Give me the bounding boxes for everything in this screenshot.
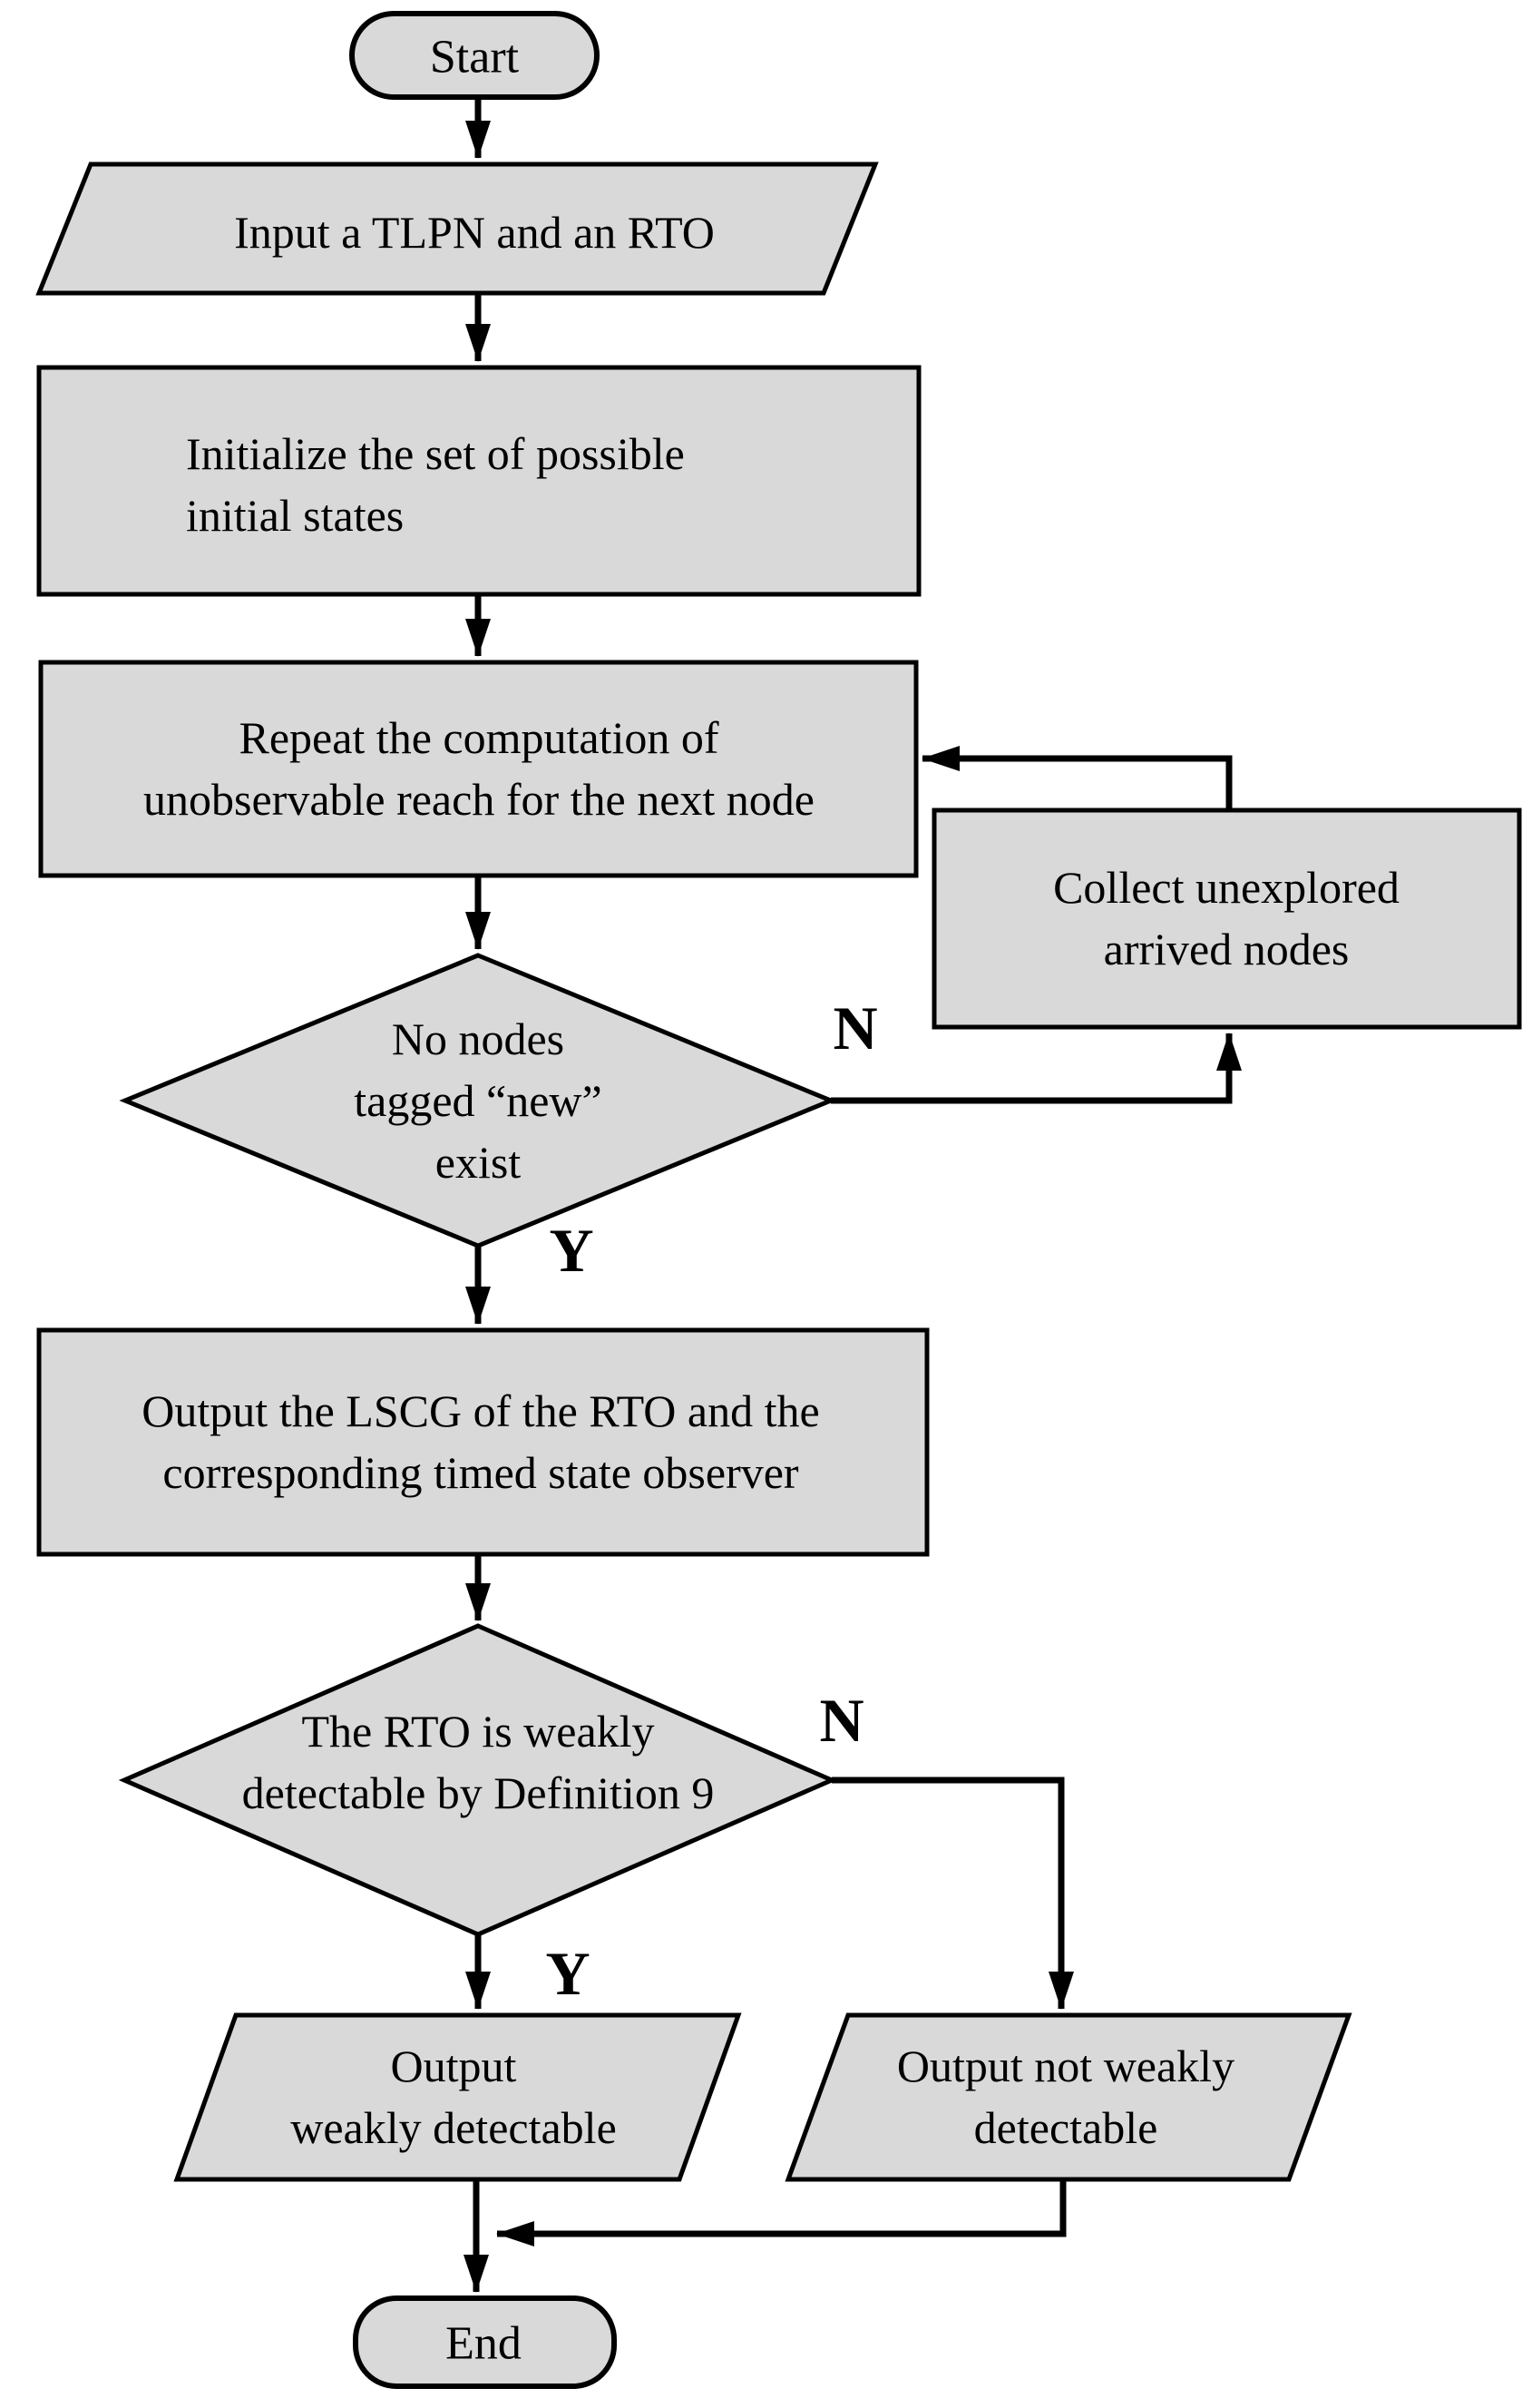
parallelogram-shape [785,2012,1352,2182]
node-label-line: initial states [186,490,404,541]
branch-label-n-no-new-nodes: N [833,994,877,1062]
node-label-line: Output the LSCG of the RTO and the [141,1385,819,1436]
node-label-line: Repeat the computation of [239,712,718,763]
branch-labels: N Y N Y [545,994,877,2008]
node-output-lscg: Output the LSCG of the RTO and the corre… [36,1327,930,1557]
node-label-line: arrived nodes [1104,924,1350,974]
branch-label-n-weakly-detectable: N [819,1686,864,1755]
process-shape [36,1327,930,1557]
node-label-line: No nodes [392,1013,564,1064]
node-initialize: Initialize the set of possible initial s… [36,365,922,597]
node-label-line: Output [391,2041,517,2091]
process-shape [38,660,919,878]
node-label-line: weakly detectable [290,2102,617,2153]
terminator-shape [353,2295,617,2389]
arrow-decision2-no-to-output-not-weakly [832,1777,1074,2010]
node-repeat: Repeat the computation of unobservable r… [38,660,919,878]
branch-label-y-weakly-detectable: Y [545,1939,590,2008]
process-shape [932,808,1522,1030]
parallelogram-shape [35,162,879,296]
node-collect: Collect unexplored arrived nodes [932,808,1522,1030]
node-label-line: detectable [974,2102,1158,2153]
node-label-line: Collect unexplored [1053,862,1400,913]
node-label-line: unobservable reach for the next node [143,774,815,825]
arrow-output-not-weakly-to-merge [496,2179,1067,2246]
node-input: Input a TLPN and an RTO [35,162,879,296]
node-label: Input a TLPN and an RTO [234,207,715,258]
node-label-line: The RTO is weakly [301,1706,654,1757]
decision-shape [119,953,837,1248]
node-label: Start [430,32,520,83]
node-label: End [445,2318,522,2370]
node-label-line: exist [435,1137,522,1188]
node-label-line: Initialize the set of possible [186,428,685,479]
node-output-not-weakly-detectable: Output not weakly detectable [785,2012,1352,2182]
node-label-line: corresponding timed state observer [162,1447,799,1498]
node-decision-weakly-detectable: The RTO is weakly detectable by Definiti… [118,1623,838,1937]
arrow-decision-no-to-collect [831,1033,1242,1104]
connectors [464,97,1242,2293]
decision-shape [118,1623,838,1937]
node-start: Start [349,11,600,100]
node-label-line: Output not weakly [897,2041,1234,2091]
node-label-line: detectable by Definition 9 [242,1767,715,1818]
arrow-collect-to-repeat-feedback [922,746,1233,810]
node-label-line: tagged “new” [354,1075,601,1126]
parallelogram-shape [173,2012,742,2182]
branch-label-y-no-new-nodes: Y [549,1216,593,1285]
node-decision-no-new-nodes: No nodes tagged “new” exist [119,953,837,1248]
terminator-shape [349,11,600,100]
process-shape [36,365,922,597]
node-end: End [353,2295,617,2389]
node-output-weakly-detectable: Output weakly detectable [173,2012,742,2182]
